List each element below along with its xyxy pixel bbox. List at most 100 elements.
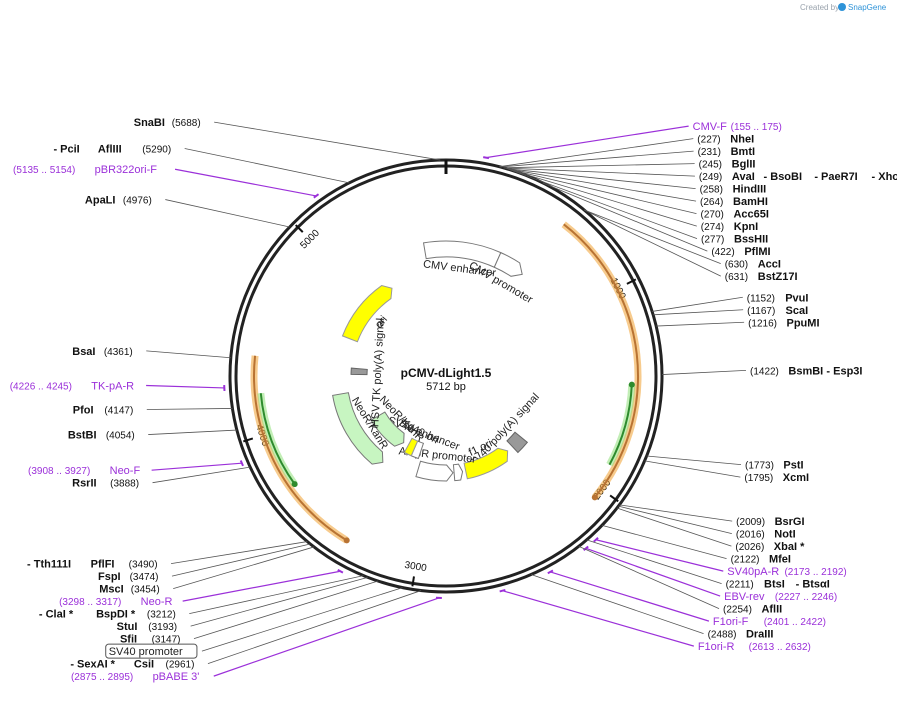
site-name: RsrII — [72, 478, 96, 490]
feature-ori[interactable] — [341, 284, 393, 343]
feature-ampr-promoter[interactable] — [415, 460, 454, 482]
site-bsmbi[interactable]: (1422)BsmBI- Esp3I — [750, 365, 862, 377]
leader-line — [542, 182, 708, 252]
feature-neor-kanr[interactable] — [332, 392, 384, 465]
feature-callout-sv40-promoter[interactable]: SV40 promoter — [105, 643, 198, 659]
site-xcmi[interactable]: (1795)XcmI — [744, 472, 809, 484]
site-name: XbaI * — [774, 541, 805, 553]
leader-line — [173, 546, 315, 590]
site-mfei[interactable]: (2122)MfeI — [731, 554, 791, 566]
leader-line — [583, 209, 721, 277]
leader-line — [509, 169, 697, 214]
site-stui[interactable]: StuI(3193) — [117, 621, 178, 633]
site-extra-name: - ClaI * — [39, 609, 74, 621]
site-ppumi[interactable]: (1216) PpuMI — [748, 317, 819, 329]
site-apali[interactable]: ApaLI(4976) — [85, 195, 152, 207]
primer-f1ori-r[interactable]: F1ori-R(2613 .. 2632) — [698, 641, 811, 653]
site-bglii[interactable]: (245)BglII — [699, 159, 756, 171]
feature-hsv-tk-poly-a-signal[interactable] — [350, 367, 368, 376]
site-name: FspI — [98, 571, 121, 583]
primer-name: CMV-F — [693, 121, 728, 133]
site-sfii[interactable]: SfiI(3147) — [120, 634, 181, 646]
site-bstz17i[interactable]: (631)BstZ17I — [725, 271, 798, 283]
site-position: (2488) — [708, 630, 737, 641]
feature-track-end-marker — [591, 494, 598, 501]
site-position: (1167) — [747, 306, 775, 317]
site-noti[interactable]: (2016)NotI — [736, 529, 796, 541]
site-aflii[interactable]: (2254)AflII — [723, 604, 782, 616]
leader-line — [583, 209, 721, 264]
primer-sv40pa-r[interactable]: SV40pA-R(2173 .. 2192) — [727, 566, 846, 578]
leader-line — [184, 148, 350, 184]
feature-cmv-promoter[interactable] — [493, 251, 523, 277]
primer-cmv-f[interactable]: CMV-F(155 .. 175) — [693, 121, 782, 133]
site-psti[interactable]: (1773)PstI — [745, 460, 804, 472]
leader-line — [500, 150, 694, 168]
site-name: AflIII — [98, 143, 122, 155]
site-bstbi[interactable]: BstBI(4054) — [68, 430, 135, 442]
site-name: AvaI — [732, 171, 755, 183]
site-draiii[interactable]: (2488)DraIII — [708, 629, 774, 641]
primer-f1ori-f[interactable]: F1ori-F(2401 .. 2422) — [713, 616, 826, 628]
feature-feature-6[interactable] — [452, 463, 464, 482]
leader-line — [550, 571, 710, 622]
leader-line — [151, 462, 242, 471]
site-fspi[interactable]: FspI (3474) — [98, 571, 159, 583]
leader-line — [502, 590, 694, 647]
primer-tk-pa-r[interactable]: (4226 .. 4245)TK-pA-R — [10, 380, 134, 392]
feature-neor-kanr[interactable] — [370, 411, 405, 447]
primer-ebv-rev[interactable]: EBV-rev(2227 .. 2246) — [724, 591, 837, 603]
site-name: BsmBI — [788, 365, 823, 377]
site-position: (245) — [699, 160, 722, 171]
feature-sv40-ori[interactable] — [403, 437, 419, 457]
primer-range: (155 .. 175) — [731, 122, 782, 133]
site-nhei[interactable]: (227)NheI — [697, 134, 754, 146]
site-position: (3490) — [129, 560, 158, 571]
site-bmti[interactable]: (231)BmtI — [698, 146, 755, 158]
site-hindiii[interactable]: (258)HindIII — [700, 184, 767, 196]
credit-brand: SnapGene — [848, 3, 887, 12]
site-snabi[interactable]: SnaBI(5688) — [134, 117, 201, 129]
site-bsai[interactable]: BsaI(4361) — [72, 346, 133, 358]
site-rsrii[interactable]: RsrII(3888) — [72, 478, 139, 490]
primer-pbabe-3[interactable]: (2875 .. 2895)pBABE 3' — [71, 671, 199, 683]
site-bsshii[interactable]: (277)BssHII — [701, 234, 768, 246]
site-bamhi[interactable]: (264)BamHI — [700, 196, 768, 208]
site-position: (1216) — [748, 318, 777, 329]
primer-pbr322ori-f[interactable]: (5135 .. 5154)pBR322ori-F — [13, 164, 157, 176]
site-scai[interactable]: (1167)ScaI — [747, 305, 808, 317]
feature-callout-name: SV40 promoter — [109, 646, 183, 658]
site-bsrgi[interactable]: (2009)BsrGI — [736, 516, 804, 528]
primer-name: pBR322ori-F — [95, 164, 158, 176]
site-position: (3474) — [130, 572, 159, 583]
site-pvui[interactable]: (1152)PvuI — [747, 292, 809, 304]
site-acc65i[interactable]: (270)Acc65I — [700, 209, 768, 221]
site-msci[interactable]: MscI(3454) — [99, 584, 160, 596]
plasmid-name: pCMV-dLight1.5 — [401, 366, 492, 380]
feature-sv40-poly-a-signal[interactable] — [506, 431, 529, 454]
site-pfoi[interactable]: PfoI(4147) — [73, 405, 134, 417]
site-name: BssHII — [734, 234, 768, 246]
site-position: (227) — [697, 135, 720, 146]
site-bspdi[interactable]: - ClaI *BspDI *(3212) — [39, 609, 176, 621]
site-acci[interactable]: (630)AccI — [725, 259, 781, 271]
site-avai[interactable]: (249)AvaI- BsoBI- PaeR7I- XhoI — [699, 171, 897, 183]
site-name: PpuMI — [787, 317, 820, 329]
site-kpni[interactable]: (274)KpnI — [701, 221, 758, 233]
site-name: BsrGI — [775, 516, 805, 528]
primer-range: (2227 .. 2246) — [775, 592, 837, 603]
site-position: (2211) — [726, 580, 754, 591]
site-csii[interactable]: - SexAI *CsiI(2961) — [70, 659, 194, 671]
site-btsi[interactable]: (2211)BtsI- BtsαI — [726, 579, 830, 591]
leader-line — [499, 138, 694, 168]
site-xbai[interactable]: (2026)XbaI * — [735, 541, 805, 553]
primer-range: (2173 .. 2192) — [784, 567, 846, 578]
primer-neo-f[interactable]: (3908 .. 3927)Neo-F — [28, 465, 140, 477]
site-pflmi[interactable]: (422)PflMI — [711, 246, 770, 258]
primer-range: (2401 .. 2422) — [764, 617, 826, 628]
site-position: (4361) — [104, 347, 133, 358]
feature-f1-ori[interactable] — [463, 447, 509, 480]
primer-neo-r[interactable]: (3298 .. 3317)Neo-R — [59, 596, 172, 608]
